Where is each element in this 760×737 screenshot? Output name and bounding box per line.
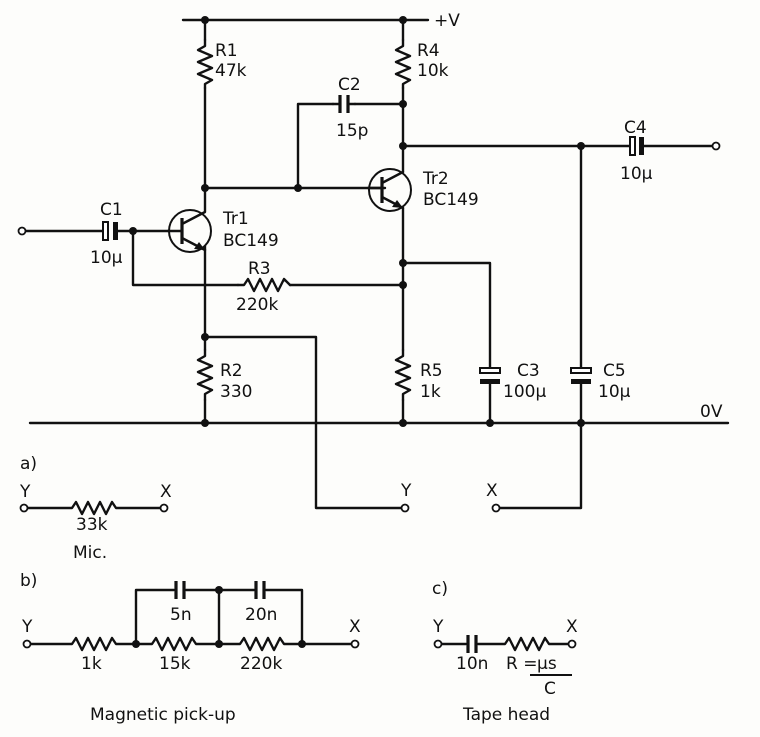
variant-c-tape: c) Y X 10n R = µs C Tape head <box>432 579 578 725</box>
y-terminal <box>400 503 410 513</box>
capacitor-c5 <box>570 367 592 384</box>
c4-name: C4 <box>624 118 647 138</box>
variant-a-y: Y <box>19 482 31 502</box>
r2-name: R2 <box>220 361 243 381</box>
x-terminal <box>491 503 501 513</box>
r3-value: 220k <box>236 295 278 315</box>
c4-value: 10µ <box>620 164 653 184</box>
resistor-r2 <box>196 348 214 402</box>
variant-b-pickup: b) Y X 5n 20n 1k 15k 220k Magnetic pick-… <box>20 571 361 725</box>
tr2-name: Tr2 <box>422 169 449 189</box>
c2-name: C2 <box>338 75 361 95</box>
r3-name: R3 <box>248 259 271 279</box>
variant-b-tag: b) <box>20 571 37 591</box>
transistor-tr1 <box>166 186 212 253</box>
junction-dots <box>129 16 585 427</box>
c1-name: C1 <box>100 200 123 220</box>
r5-value: 1k <box>420 382 441 402</box>
main-wiring <box>23 18 730 510</box>
x-node-label: X <box>486 481 498 501</box>
variant-c-x: X <box>566 617 578 637</box>
tr2-type: BC149 <box>423 190 479 210</box>
variant-a-caption: Mic. <box>73 543 107 563</box>
c3-value: 100µ <box>503 382 546 402</box>
capacitor-c4 <box>629 136 644 156</box>
variant-b-y: Y <box>21 617 33 637</box>
resistor-r3 <box>236 277 292 293</box>
r2-value: 330 <box>220 382 252 402</box>
variant-c-formula-num: µs <box>537 654 557 674</box>
variant-a-resistor: 33k <box>76 515 108 535</box>
c2-value: 15p <box>336 121 368 141</box>
c3-name: C3 <box>517 361 540 381</box>
r1-value: 47k <box>215 61 247 81</box>
capacitor-c3 <box>479 367 501 384</box>
variant-c-y: Y <box>432 617 444 637</box>
transistor-tr2 <box>366 168 412 212</box>
r4-value: 10k <box>417 61 449 81</box>
r5-name: R5 <box>420 361 443 381</box>
resistor-r5 <box>394 348 412 402</box>
variant-c-caption: Tape head <box>462 705 550 725</box>
tr1-name: Tr1 <box>222 209 249 229</box>
variant-c-capacitor: 10n <box>456 654 488 674</box>
variant-b-r2: 15k <box>159 654 191 674</box>
variant-b-r1: 1k <box>81 654 102 674</box>
variant-b-c2: 20n <box>245 605 277 625</box>
c1-value: 10µ <box>90 248 123 268</box>
c5-name: C5 <box>603 361 626 381</box>
c5-value: 10µ <box>598 382 631 402</box>
variant-c-tag: c) <box>432 579 448 599</box>
supply-label: +V <box>434 11 460 31</box>
variant-a-tag: a) <box>20 454 37 474</box>
variant-c-formula-den: C <box>544 679 556 699</box>
y-node-label: Y <box>400 481 412 501</box>
ground-label: 0V <box>700 402 723 422</box>
capacitor-c1 <box>102 221 118 241</box>
output-terminal <box>711 141 721 151</box>
variant-a-x: X <box>160 482 172 502</box>
terminals <box>17 141 721 513</box>
variant-b-x: X <box>349 617 361 637</box>
input-terminal <box>17 226 27 236</box>
r4-name: R4 <box>417 41 440 61</box>
variant-b-r3: 220k <box>240 654 282 674</box>
r1-name: R1 <box>215 41 238 61</box>
variant-b-caption: Magnetic pick-up <box>90 705 236 725</box>
variant-c-formula-top: R = <box>506 654 537 674</box>
variant-b-c1: 5n <box>170 605 192 625</box>
resistor-r4 <box>394 38 412 90</box>
variant-a-mic: a) Y X 33k Mic. <box>19 454 172 563</box>
resistor-r1 <box>196 38 214 90</box>
tr1-type: BC149 <box>223 231 279 251</box>
capacitor-c2 <box>331 95 357 113</box>
